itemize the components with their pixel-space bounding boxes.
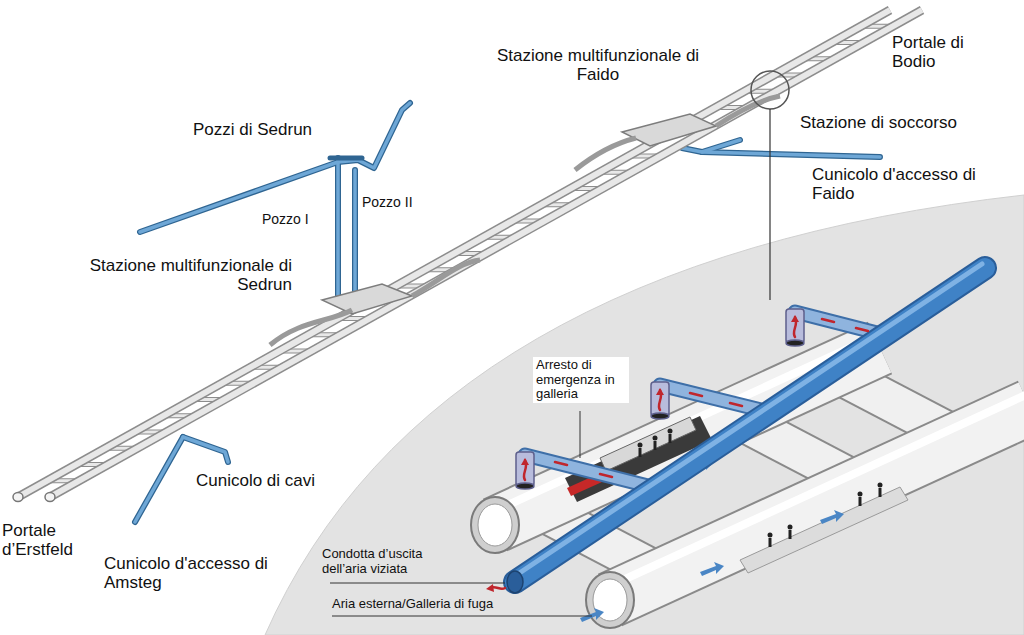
access-galleries [135,103,880,522]
exhaust-arrows [490,317,868,589]
access-tunnel-label: Cunicolo d'accesso di Amsteg [104,554,276,592]
shaft-group-label: Pozzi di Sedrun [193,120,363,139]
inset-label: Arresto di emergenza in galleria [533,357,629,403]
main-tubes [13,10,922,502]
shaft-label: Pozzo I [262,212,326,228]
inset-tubes [471,334,1024,628]
inset-label: Aria esterna/Galleria di fuga [332,597,582,612]
cable-tunnel-label: Cunicolo di cavi [196,471,366,490]
portal-label: Portale d’Erstfeld [2,521,98,559]
leader-lines [330,411,592,616]
rescue-station-label: Stazione di soccorso [800,113,1010,132]
portal-label: Portale di Bodio [892,33,966,71]
station-label: Stazione multifunzionale di Faido [487,46,709,84]
shaft-label: Pozzo II [362,195,432,211]
detail-circle [751,71,789,109]
inset-label: Condotta d’uscita dell’aria viziata [322,547,464,576]
access-tunnel-label: Cunicolo d'accesso di Faido [812,165,980,203]
station-label: Stazione multifunzionale di Sedrun [66,256,292,294]
exhaust-ducts [507,264,985,593]
detail-leader [769,109,770,300]
exhaust-arrowheads [486,315,799,592]
station-platforms [270,96,780,345]
